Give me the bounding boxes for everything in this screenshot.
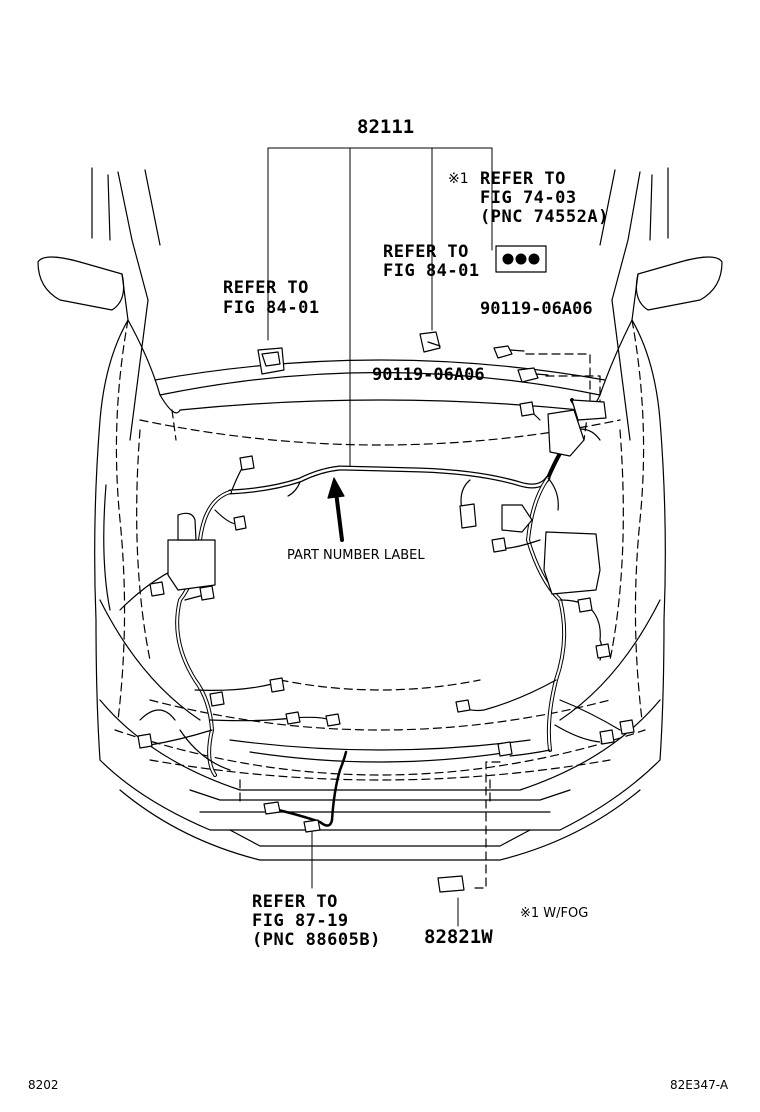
relay-box-left [167,539,216,591]
refer-bottom-line1: REFER TO [252,892,338,912]
leader-lines [267,147,493,927]
footer-right-code: 82E347-A [670,1078,729,1092]
hidden-lines [114,319,646,889]
components [137,245,635,893]
part-number-label-text: PART NUMBER LABEL [287,548,425,563]
bolt-part-number-1: 90119-06A06 [480,299,593,319]
vehicle-body-outline [37,167,723,861]
refer-mid-line2: FIG 84-01 [383,261,480,281]
refer-bottom-line2: FIG 87-19 [252,911,349,931]
clip-mid [419,331,441,353]
footer-left-code: 8202 [28,1078,59,1092]
bottom-part-number: 82821W [424,926,493,948]
fog-switch-knobs [502,253,540,265]
refer-mid-line1: REFER TO [383,242,469,262]
bolt-1 [493,345,513,359]
refer-top-right-line1: REFER TO [480,169,566,189]
refer-left-line2: FIG 84-01 [223,298,320,318]
refer-top-right-mark: ※1 [448,171,469,187]
refer-left-line1: REFER TO [223,278,309,298]
fog-note: ※1 W/FOG [520,906,589,921]
refer-bottom-line3: (PNC 88605B) [252,930,381,950]
relay-box-right [543,531,601,595]
refer-top-right-line3: (PNC 74552A) [480,207,609,227]
main-part-number: 82111 [357,116,415,138]
bolt-part-number-2: 90119-06A06 [372,365,485,385]
part-number-label-arrow [327,477,345,542]
bolt-2 [517,367,539,383]
connector-82821w [437,875,465,893]
refer-top-right-line2: FIG 74-03 [480,188,577,208]
